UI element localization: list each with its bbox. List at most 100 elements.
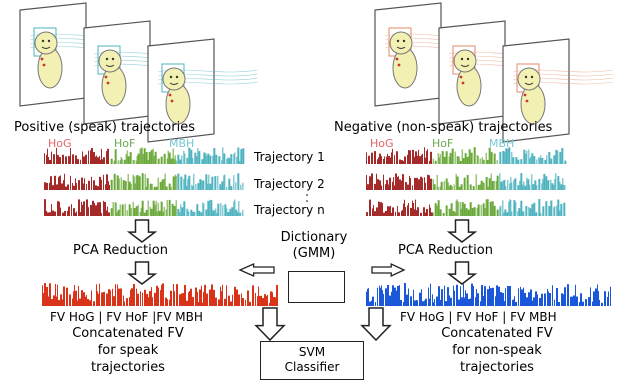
- negative-histogram-bar: [504, 151, 506, 164]
- positive-histogram-bar: [186, 157, 188, 164]
- negative-fv-bar: [481, 285, 483, 306]
- negative-histogram-bar: [454, 151, 456, 164]
- negative-histogram-bar: [508, 147, 511, 164]
- positive-histogram-bar: [228, 157, 231, 164]
- positive-histogram-bar: [127, 174, 129, 190]
- positive-histogram-bar: [106, 210, 107, 216]
- positive-histogram-bar: [44, 182, 46, 190]
- positive-histogram-bar: [52, 185, 54, 190]
- positive-fv-bar: [220, 286, 221, 306]
- negative-histogram-bar: [376, 207, 378, 216]
- positive-histogram-bar: [99, 176, 101, 190]
- negative-fv-bar: [422, 301, 424, 306]
- positive-histogram-bar: [202, 202, 204, 216]
- negative-histogram-bar: [398, 212, 400, 216]
- negative-histogram-bar: [548, 152, 551, 164]
- negative-fv-bar: [610, 286, 611, 306]
- positive-histogram-bar: [56, 147, 57, 164]
- trajectory-1-label: Trajectory 1: [254, 150, 325, 164]
- negative-fv-bar: [604, 291, 606, 306]
- negative-histogram-bar: [420, 176, 422, 190]
- figure-dot: [106, 81, 110, 85]
- positive-histogram-bar: [223, 153, 226, 164]
- positive-histogram-bar: [234, 199, 236, 216]
- positive-fv-bar: [120, 288, 122, 306]
- negative-histogram-bar: [482, 159, 484, 164]
- negative-histogram-bar: [443, 156, 446, 164]
- negative-fv-bar: [549, 293, 551, 306]
- negative-histogram-bar: [436, 205, 438, 216]
- figure-dot: [525, 99, 529, 103]
- positive-fv-bar: [247, 290, 249, 306]
- negative-histogram-bar: [366, 212, 368, 216]
- negative-histogram-bar: [477, 155, 479, 164]
- figure-head: [517, 67, 541, 91]
- positive-fv-bar: [270, 291, 272, 306]
- positive-histogram-bar: [183, 150, 185, 164]
- positive-histogram-bar: [63, 180, 64, 190]
- negative-histogram-bar: [398, 176, 399, 190]
- negative-histogram-bar: [401, 180, 402, 190]
- negative-histogram-bar: [395, 211, 396, 216]
- negative-histogram-bar: [397, 205, 398, 216]
- positive-concat-sub: for speak: [97, 343, 159, 358]
- negative-histogram-bar: [376, 173, 377, 190]
- positive-fv-bar: [186, 300, 188, 306]
- positive-fv-bar: [192, 296, 194, 306]
- positive-histogram-bar: [48, 157, 49, 164]
- negative-histogram-bar: [477, 184, 480, 190]
- negative-histogram-bar: [399, 159, 401, 164]
- negative-histogram-bar: [546, 155, 548, 164]
- positive-fv-bar: [179, 294, 181, 306]
- positive-fv-bar: [79, 298, 81, 306]
- negative-histogram-bar: [453, 184, 455, 190]
- positive-histogram-bar: [97, 202, 99, 216]
- negative-histogram-bar: [415, 199, 416, 216]
- positive-histogram-bar: [44, 153, 45, 164]
- positive-histogram-bar: [91, 148, 93, 164]
- figure-eye: [105, 57, 109, 61]
- positive-fv-bar: [170, 290, 172, 306]
- positive-fv-bar: [75, 290, 77, 306]
- positive-histogram-bar: [235, 209, 238, 216]
- positive-fv-bar: [276, 285, 278, 306]
- positive-fv-bar: [183, 293, 184, 306]
- positive-histogram-bar: [136, 155, 138, 164]
- negative-histogram-bar: [414, 156, 415, 164]
- positive-histogram-bar: [226, 158, 228, 164]
- positive-histogram-bar: [155, 186, 158, 190]
- negative-histogram-bar: [366, 152, 367, 164]
- negative-fv-bar: [599, 299, 600, 306]
- positive-histogram-bar: [207, 153, 210, 164]
- negative-fv-label: FV HoG | FV HoF | FV MBH: [400, 310, 557, 324]
- negative-histogram-bar: [378, 201, 380, 216]
- positive-fv-bar: [242, 297, 244, 306]
- negative-histogram-bar: [372, 208, 373, 216]
- negative-histogram-bar: [536, 185, 538, 190]
- positive-histogram-bar: [65, 186, 67, 190]
- negative-fv-bar: [428, 287, 429, 306]
- negative-fv-bar: [389, 295, 391, 306]
- negative-histogram-bar: [520, 200, 523, 216]
- positive-fv-bar: [74, 284, 75, 306]
- positive-histogram-bar: [120, 156, 122, 164]
- positive-fv-bar: [264, 294, 266, 306]
- positive-histogram-bar: [155, 200, 157, 216]
- positive-fv-bar: [93, 301, 95, 306]
- negative-histogram-bar: [424, 177, 425, 190]
- negative-fv-bar: [505, 288, 506, 306]
- positive-histogram-bar: [51, 151, 52, 164]
- positive-fv-bar: [123, 295, 124, 306]
- positive-histogram-bar: [170, 158, 173, 164]
- negative-fv-bar: [564, 287, 566, 306]
- positive-fv-bar: [72, 298, 73, 306]
- negative-histogram-bar: [472, 186, 475, 190]
- negative-histogram-bar: [409, 175, 410, 190]
- figure-eye: [175, 75, 179, 79]
- negative-fv-bar: [530, 289, 532, 306]
- positive-histogram-bar: [47, 148, 48, 164]
- negative-hof-label: HoF: [432, 137, 454, 150]
- negative-fv-bar: [444, 285, 445, 306]
- negative-histogram-bar: [527, 179, 530, 190]
- positive-histogram-bar: [183, 201, 186, 216]
